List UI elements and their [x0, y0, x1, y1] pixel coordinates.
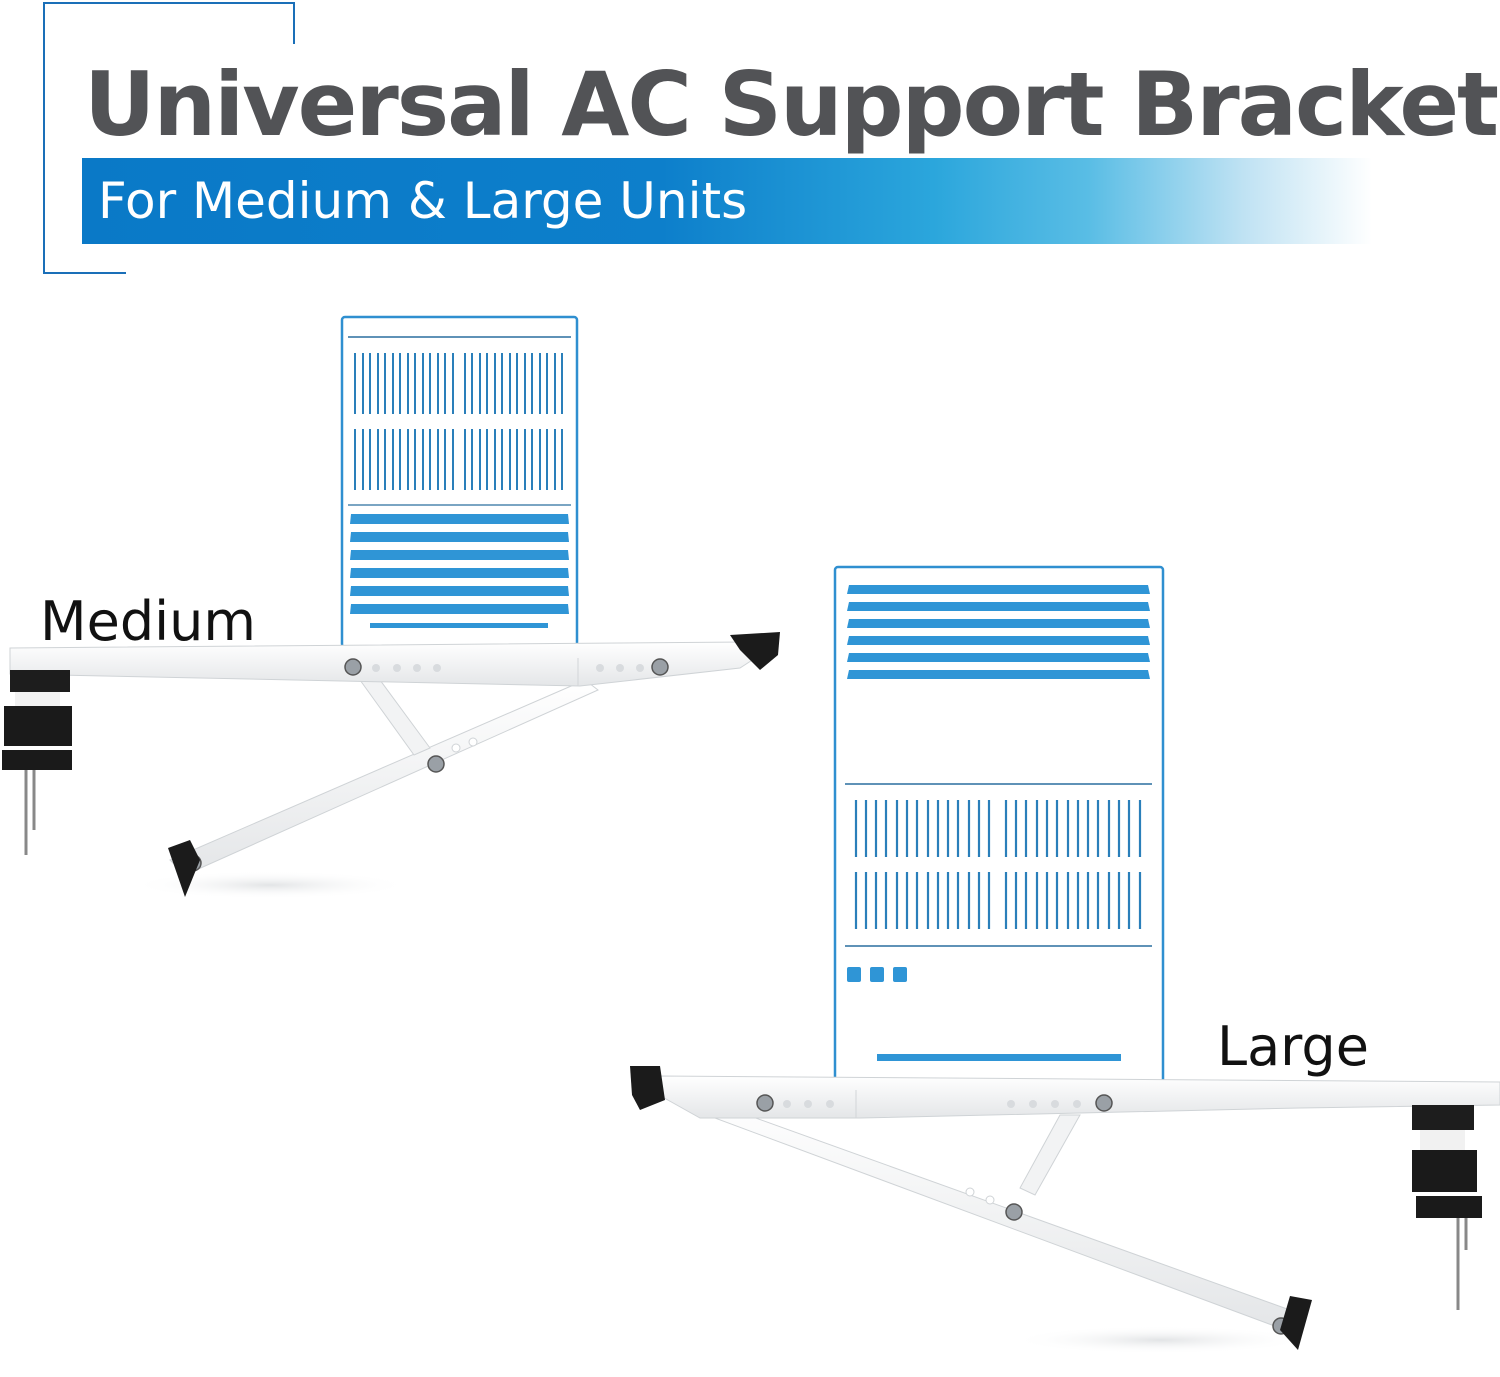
large-size-label: Large	[1217, 1015, 1369, 1078]
page-subtitle: For Medium & Large Units	[98, 172, 748, 230]
decorative-frame-left	[43, 2, 45, 274]
large-ac-unit-outline	[833, 565, 1165, 1084]
decorative-frame-top	[43, 2, 295, 4]
medium-ac-unit-outline	[340, 315, 579, 649]
decorative-frame-bottom	[43, 272, 126, 274]
medium-support-bracket	[2, 632, 780, 899]
decorative-frame-right	[293, 2, 295, 44]
large-support-bracket	[630, 1066, 1500, 1354]
page-title: Universal AC Support Bracket	[84, 53, 1499, 156]
subtitle-banner	[82, 158, 1372, 244]
medium-size-label: Medium	[40, 590, 256, 653]
